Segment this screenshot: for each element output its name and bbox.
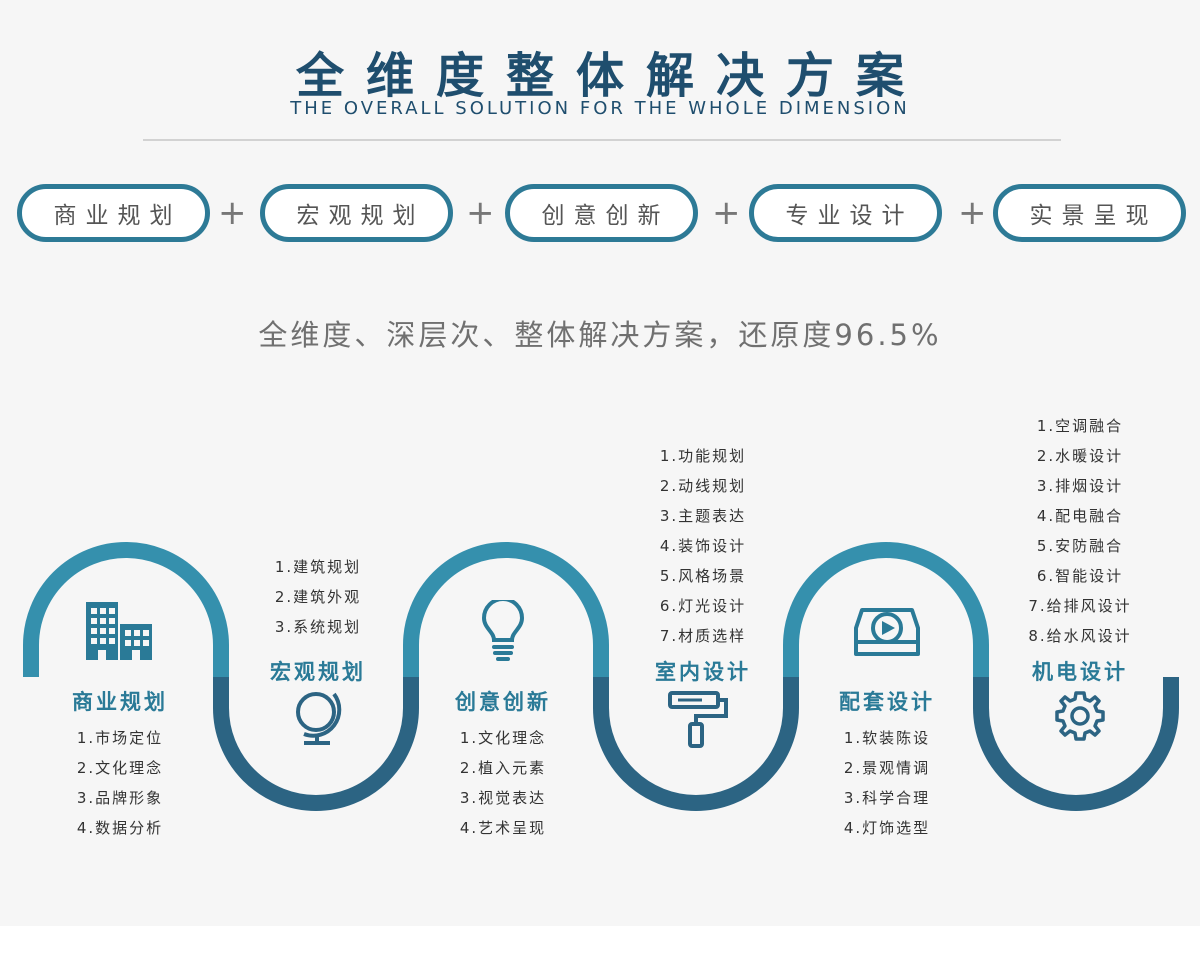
plus-sign: + <box>712 193 741 233</box>
plus-sign: + <box>218 193 247 233</box>
wave-arc-2 <box>213 677 419 811</box>
stage-list-supporting: 1.软装陈设 2.景观情调 3.科学合理 4.灯饰选型 <box>797 723 977 843</box>
list-item: 2.植入元素 <box>459 759 547 777</box>
wave-arc-3 <box>403 542 609 677</box>
list-item: 1.功能规划 <box>659 447 747 465</box>
wave-arc-1 <box>23 542 229 677</box>
play-sofa-icon <box>854 608 920 656</box>
list-item: 3.系统规划 <box>274 618 362 636</box>
globe-icon <box>296 692 342 745</box>
buildings-icon <box>86 602 152 660</box>
list-item: 2.水暖设计 <box>1036 447 1124 465</box>
list-item: 3.科学合理 <box>843 789 931 807</box>
list-item: 2.动线规划 <box>659 477 747 495</box>
list-item: 1.文化理念 <box>459 729 547 747</box>
page-subtitle: THE OVERALL SOLUTION FOR THE WHOLE DIMEN… <box>290 98 910 119</box>
list-item: 4.配电融合 <box>1036 507 1124 525</box>
stage-list-mep: 1.空调融合 2.水暖设计 3.排烟设计 4.配电融合 5.安防融合 6.智能设… <box>990 411 1170 651</box>
list-item: 2.景观情调 <box>843 759 931 777</box>
stage-title-macro: 宏观规划 <box>270 660 366 684</box>
stage-list-macro: 1.建筑规划 2.建筑外观 3.系统规划 <box>228 552 408 642</box>
pill-commercial-planning: 商业规划 <box>17 184 210 242</box>
pill-professional-design: 专业设计 <box>749 184 942 242</box>
stage-title-mep: 机电设计 <box>1032 660 1128 684</box>
list-item: 4.装饰设计 <box>659 537 747 555</box>
lightbulb-icon <box>481 600 525 661</box>
list-item: 7.材质选样 <box>659 627 747 645</box>
wave-arc-4 <box>593 677 799 811</box>
plus-sign: + <box>958 193 987 233</box>
title-divider <box>143 139 1061 141</box>
stage-title-interior: 室内设计 <box>655 660 751 684</box>
pill-macro-planning: 宏观规划 <box>260 184 453 242</box>
stage-list-commercial: 1.市场定位 2.文化理念 3.品牌形象 4.数据分析 <box>30 723 210 843</box>
stage-title-creative: 创意创新 <box>455 690 551 714</box>
list-item: 1.空调融合 <box>1036 417 1124 435</box>
list-item: 1.软装陈设 <box>843 729 931 747</box>
tagline: 全维度、深层次、整体解决方案，还原度96.5% <box>258 318 942 352</box>
paint-roller-icon <box>668 691 728 748</box>
list-item: 5.安防融合 <box>1036 537 1124 555</box>
pill-creative-innovation: 创意创新 <box>505 184 698 242</box>
list-item: 2.建筑外观 <box>274 588 362 606</box>
list-item: 4.数据分析 <box>76 819 164 837</box>
list-item: 7.给排风设计 <box>1028 597 1132 615</box>
page-title: 全维度整体解决方案 <box>295 48 926 104</box>
gear-icon <box>1055 691 1105 741</box>
list-item: 8.给水风设计 <box>1028 627 1132 645</box>
pill-real-presentation: 实景呈现 <box>993 184 1186 242</box>
list-item: 1.市场定位 <box>76 729 164 747</box>
list-item: 3.品牌形象 <box>76 789 164 807</box>
list-item: 4.艺术呈现 <box>459 819 547 837</box>
list-item: 6.灯光设计 <box>659 597 747 615</box>
plus-sign: + <box>466 193 495 233</box>
stage-title-commercial: 商业规划 <box>72 690 168 714</box>
stage-title-supporting: 配套设计 <box>839 690 935 714</box>
wave-arc-5 <box>783 542 989 677</box>
wave-arc-6 <box>973 677 1179 811</box>
list-item: 3.主题表达 <box>659 507 747 525</box>
list-item: 4.灯饰选型 <box>843 819 931 837</box>
list-item: 2.文化理念 <box>76 759 164 777</box>
list-item: 5.风格场景 <box>659 567 747 585</box>
stage-list-creative: 1.文化理念 2.植入元素 3.视觉表达 4.艺术呈现 <box>413 723 593 843</box>
list-item: 3.排烟设计 <box>1036 477 1124 495</box>
list-item: 6.智能设计 <box>1036 567 1124 585</box>
list-item: 3.视觉表达 <box>459 789 547 807</box>
stage-list-interior: 1.功能规划 2.动线规划 3.主题表达 4.装饰设计 5.风格场景 6.灯光设… <box>613 441 793 651</box>
list-item: 1.建筑规划 <box>274 558 362 576</box>
